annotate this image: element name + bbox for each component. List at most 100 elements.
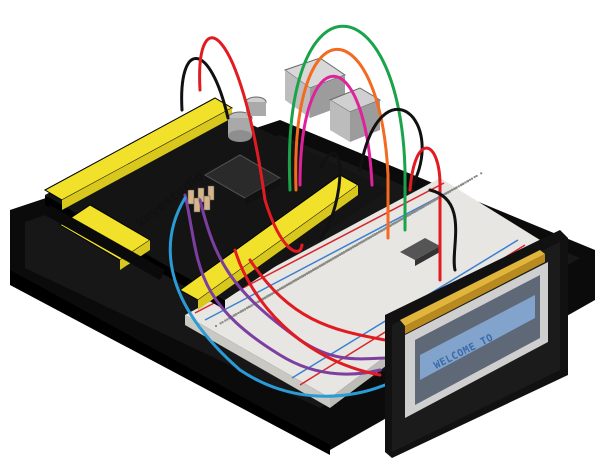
breadboard-hole	[282, 286, 285, 289]
breadboard-hole	[372, 234, 374, 237]
wire-orange	[294, 47, 390, 240]
breadboard-hole	[325, 261, 328, 264]
wire-pink	[298, 75, 374, 187]
breadboard-hole	[290, 281, 293, 284]
breadboard-hole	[273, 291, 275, 294]
wire-black-2	[318, 151, 342, 242]
breadboard-hole	[391, 223, 394, 226]
breadboard-hole	[455, 186, 458, 189]
breadboard-hole	[394, 221, 397, 224]
wire-blue	[168, 196, 387, 398]
wire-purple-1	[183, 193, 382, 376]
breadboard-hole	[244, 308, 246, 311]
breadboard-hole	[226, 318, 229, 321]
breadboard-hole	[319, 265, 322, 268]
wire-black-4	[428, 188, 458, 272]
breadboard-hole	[356, 243, 359, 246]
breadboard-hole	[374, 233, 377, 236]
breadboard-hole	[240, 310, 242, 313]
breadboard-hole	[447, 191, 450, 194]
breadboard-hole	[277, 289, 280, 291]
lcd-pin-header	[400, 250, 545, 334]
breadboard-hole	[343, 251, 346, 253]
breadboard-hole	[480, 172, 483, 175]
breadboard-hole	[219, 322, 222, 325]
breadboard-hole	[299, 276, 302, 279]
breadboard-hole	[385, 227, 388, 230]
breadboard-hole	[407, 214, 410, 217]
breadboard-hole	[321, 263, 324, 266]
breadboard-hole	[449, 190, 452, 193]
breadboard-hole	[436, 197, 438, 200]
breadboard-hole	[279, 287, 282, 290]
breadboard-hole	[414, 210, 417, 213]
breadboard-hole	[434, 198, 436, 201]
breadboard-hole	[460, 183, 463, 186]
breadboard-hole	[295, 278, 298, 281]
breadboard-hole	[323, 262, 326, 265]
breadboard-hole	[378, 230, 381, 233]
breadboard-hole	[284, 285, 287, 288]
breadboard-hole	[242, 309, 244, 312]
breadboard-hole	[424, 204, 427, 207]
breadboard-hole	[453, 187, 456, 190]
breadboard-hole	[235, 313, 238, 316]
breadboard-hole	[302, 274, 304, 277]
breadboard-hole	[335, 255, 337, 258]
breadboard-hole	[308, 271, 311, 274]
breadboard-hole	[427, 202, 430, 205]
breadboard-hole	[312, 268, 315, 271]
breadboard-hole	[451, 189, 454, 192]
breadboard-hole	[250, 304, 253, 307]
breadboard-hole	[345, 249, 348, 252]
jumper-wires	[168, 24, 458, 398]
breadboard-hole	[411, 211, 414, 214]
breadboard-hole	[358, 242, 361, 245]
breadboard-hole	[310, 270, 313, 272]
breadboard-hole	[269, 293, 271, 296]
breadboard-hole	[431, 200, 434, 203]
breadboard-hole	[246, 306, 249, 309]
breadboard-hole	[257, 300, 260, 303]
breadboard-hole	[464, 181, 467, 184]
breadboard-hole	[416, 209, 419, 212]
breadboard-hole	[396, 220, 399, 223]
wire-red-4	[233, 248, 382, 377]
breadboard-hole	[398, 219, 401, 222]
breadboard-hole	[350, 247, 353, 250]
breadboard-hole	[361, 240, 364, 243]
wire-red-1	[198, 36, 304, 253]
breadboard-hole	[262, 297, 265, 300]
breadboard-ic-chip	[400, 238, 440, 266]
breadboard-hole	[271, 292, 273, 295]
breadboard-hole	[420, 206, 423, 209]
breadboard-hole	[422, 205, 425, 208]
breadboard-hole	[341, 252, 344, 255]
breadboard-hole	[401, 217, 403, 220]
breadboard-hole	[248, 305, 251, 308]
breadboard-hole	[233, 314, 236, 317]
breadboard-hole	[288, 282, 291, 285]
breadboard-hole	[297, 277, 300, 280]
breadboard-hole	[328, 259, 331, 262]
lcd-display-icon: WELCOME TO	[385, 230, 568, 458]
breadboard-hole	[292, 280, 295, 283]
controller-board: keyestudio	[43, 57, 390, 310]
breadboard-hole	[332, 257, 335, 260]
breadboard-hole	[469, 178, 471, 181]
breadboard-hole	[330, 258, 333, 261]
lcd-pixels	[420, 295, 535, 380]
breadboard-hole	[473, 176, 476, 179]
wire-red-3	[248, 258, 387, 342]
breadboard-hole	[368, 236, 370, 239]
power-rail-blue	[204, 189, 453, 321]
breadboard-hole	[315, 267, 318, 270]
breadboard-hole	[365, 238, 368, 241]
breadboard-hole	[429, 201, 432, 204]
breadboard-hole	[376, 232, 379, 234]
breadboard-hole	[304, 273, 306, 276]
breadboard-hole	[418, 208, 421, 211]
breadboard-hole	[306, 272, 308, 275]
wire-red-2	[408, 146, 442, 282]
breadboard-hole	[224, 319, 227, 322]
